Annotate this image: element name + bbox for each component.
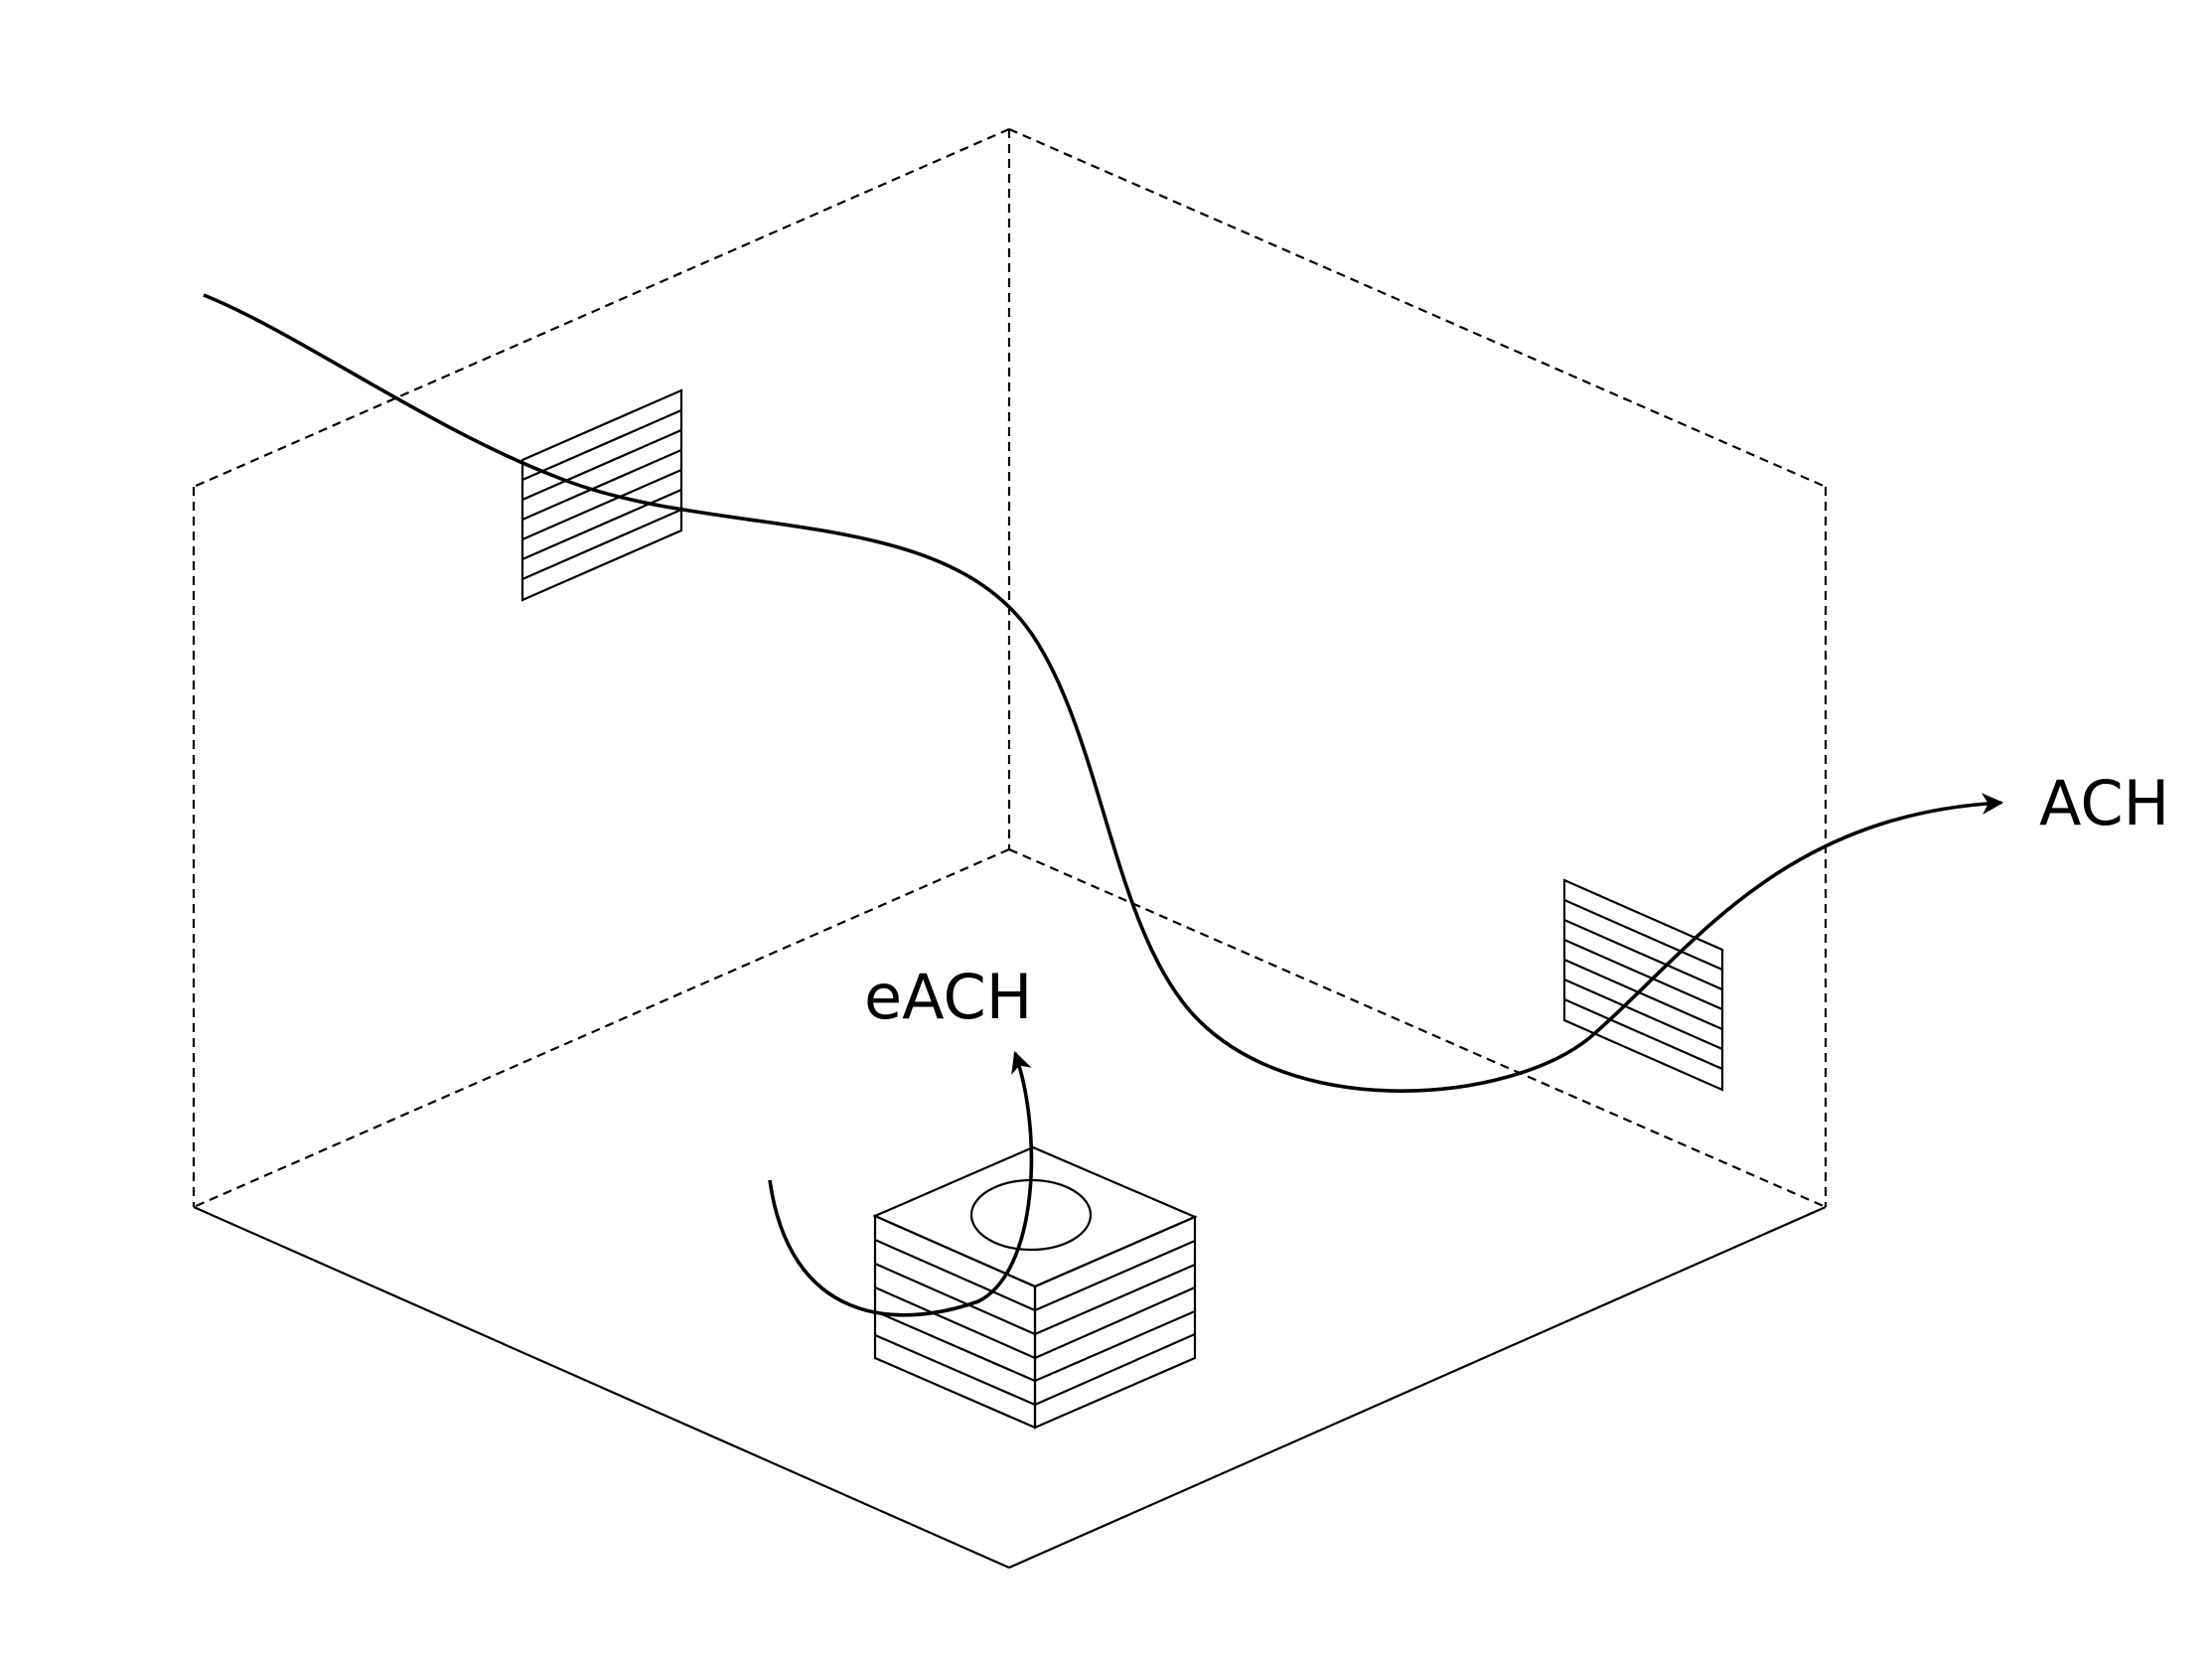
room-top-left-edge — [193, 127, 1010, 489]
room-box — [192, 127, 1828, 1570]
room-floor-front-right-edge — [1008, 1205, 1827, 1570]
room-top-right-edge — [1008, 127, 1827, 489]
purifier-top-face — [872, 1145, 1198, 1288]
air-purifier — [872, 1145, 1198, 1430]
each-label: eACH — [864, 961, 1032, 1033]
supply-vent — [520, 388, 683, 602]
ach-label: ACH — [2039, 767, 2169, 839]
room-floor-front-left-edge — [193, 1205, 1010, 1570]
purifier-airflow-arrow — [768, 1050, 1034, 1317]
exhaust-vent — [1562, 878, 1724, 1092]
ventilation-airflow-arrow — [203, 293, 2004, 1093]
